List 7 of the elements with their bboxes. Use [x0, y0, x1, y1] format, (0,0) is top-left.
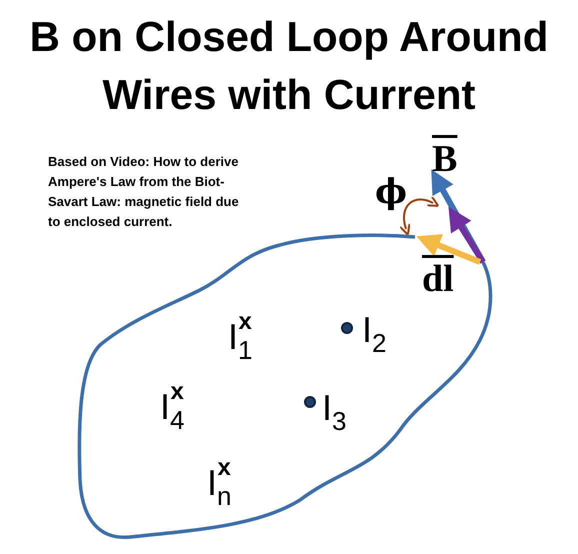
- note-text: Based on Video: How to derive Ampere's Law from the Biot-Savart Law: magnetic field due to enclosed current.: [48, 153, 240, 231]
- title: B on Closed Loop Around Wires with Current: [28, 12, 550, 120]
- wire-label: I$_{3}$: [322, 388, 346, 438]
- vector-label: B: [432, 137, 458, 181]
- angle-label: ϕ: [375, 172, 408, 212]
- vector-label: dl: [422, 257, 454, 301]
- wire-label: I$_{2}$: [362, 310, 386, 360]
